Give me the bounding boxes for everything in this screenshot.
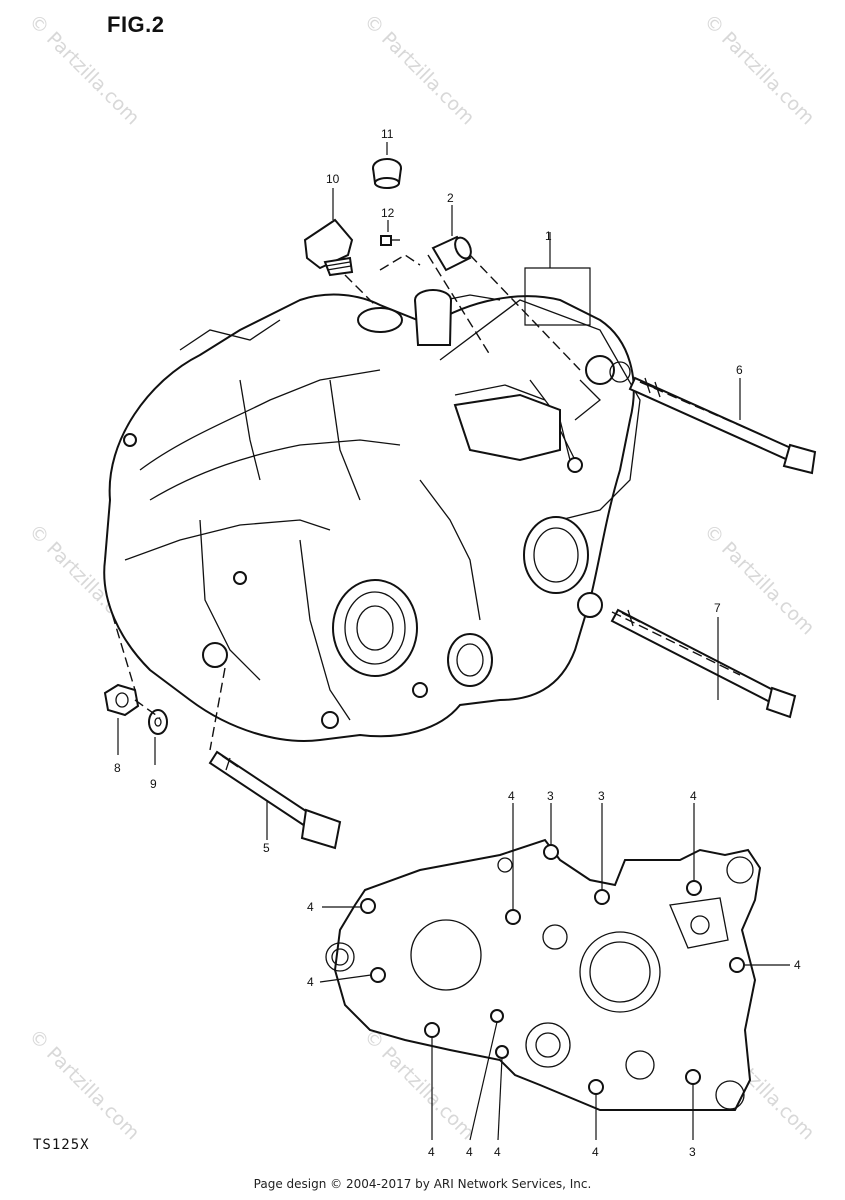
- callout-3[interactable]: 3: [689, 1145, 696, 1159]
- callout-12[interactable]: 12: [381, 206, 395, 220]
- callout-3[interactable]: 3: [547, 789, 554, 803]
- callout-2[interactable]: 2: [447, 191, 454, 205]
- callout-4[interactable]: 4: [690, 789, 697, 803]
- part-8-nut[interactable]: [103, 683, 140, 717]
- crankcase-assembly: [103, 289, 641, 742]
- callout-3[interactable]: 3: [598, 789, 605, 803]
- callout-4[interactable]: 4: [494, 1145, 501, 1159]
- model-code: TS125X: [33, 1137, 90, 1153]
- callout-9[interactable]: 9: [150, 777, 157, 791]
- callout-1[interactable]: 1: [545, 229, 552, 243]
- part-7-bolt[interactable]: [610, 608, 797, 719]
- part-12-screw[interactable]: [380, 235, 400, 246]
- callout-5[interactable]: 5: [263, 841, 270, 855]
- callout-8[interactable]: 8: [114, 761, 121, 775]
- part-10-oil-filler-plug[interactable]: [303, 218, 354, 277]
- page-footer: Page design © 2004-2017 by ARI Network S…: [253, 1177, 592, 1191]
- callout-6[interactable]: 6: [736, 363, 743, 377]
- part-6-bolt[interactable]: [628, 376, 817, 475]
- callout-4[interactable]: 4: [466, 1145, 473, 1159]
- crankcase-gasket-view: [325, 838, 762, 1111]
- part-5-bolt[interactable]: [208, 750, 342, 850]
- figure-title: FIG.2: [107, 12, 165, 37]
- callout-10[interactable]: 10: [326, 172, 340, 186]
- part-11-cap[interactable]: [372, 158, 402, 189]
- callout-4[interactable]: 4: [307, 900, 314, 914]
- callout-4[interactable]: 4: [508, 789, 515, 803]
- callout-11[interactable]: 11: [381, 127, 394, 141]
- callout-4[interactable]: 4: [428, 1145, 435, 1159]
- part-2-dowel-pin[interactable]: [431, 235, 474, 272]
- part-9-washer[interactable]: [148, 709, 168, 735]
- callout-4[interactable]: 4: [794, 958, 801, 972]
- callout-4[interactable]: 4: [592, 1145, 599, 1159]
- callout-4[interactable]: 4: [307, 975, 314, 989]
- callout-7[interactable]: 7: [714, 601, 721, 615]
